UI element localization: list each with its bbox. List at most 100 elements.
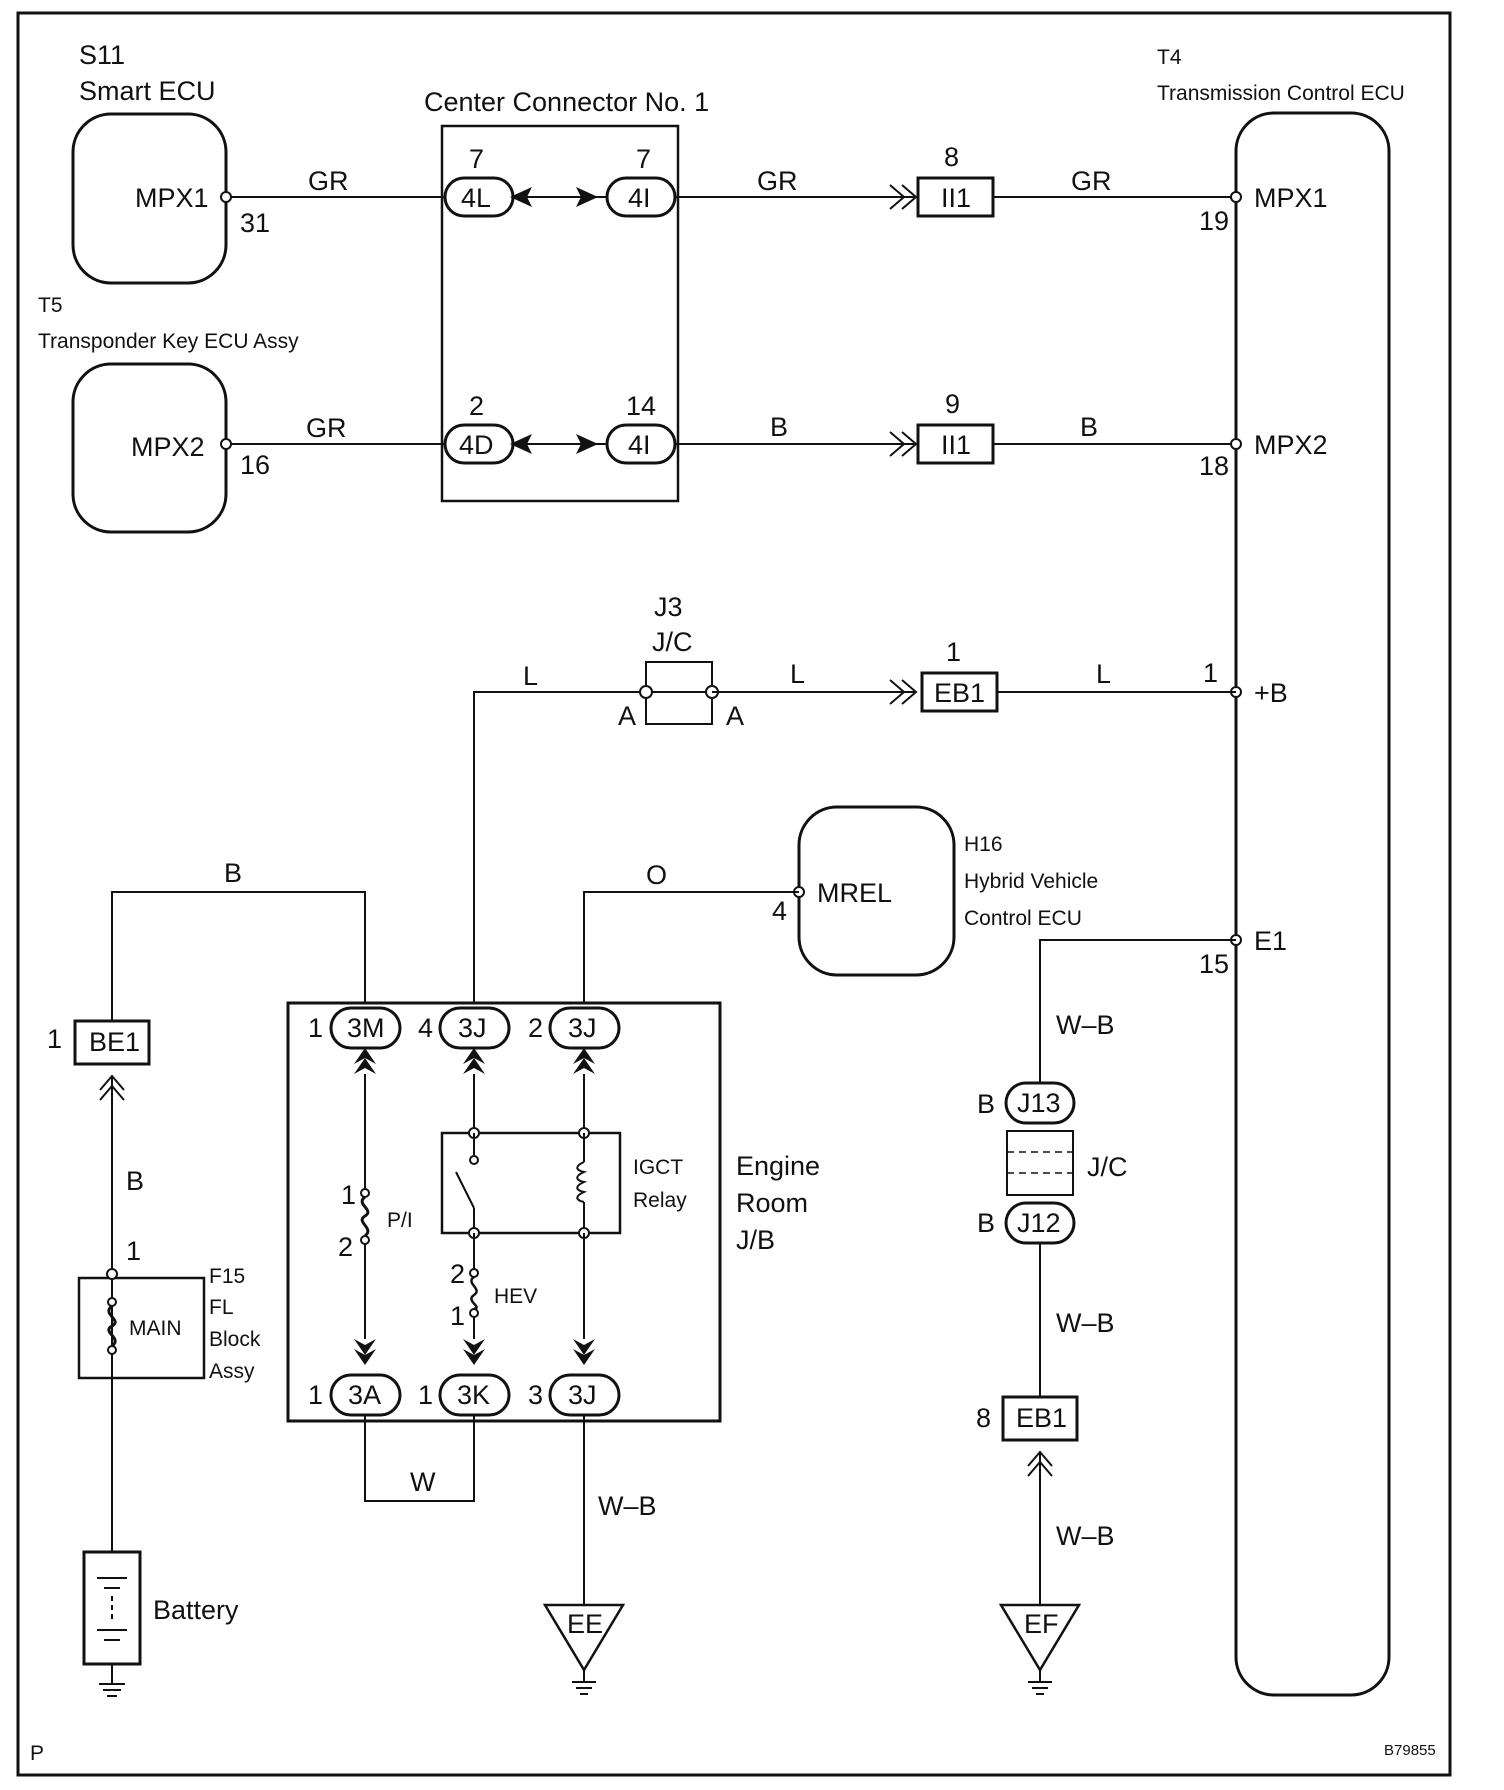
connector-3j-top-left: [438, 1006, 511, 1050]
mating-arrows-bottom: [510, 434, 607, 454]
wire-label-eb1-tcu: L: [1096, 659, 1111, 689]
connector-3m: [329, 1006, 402, 1050]
hev-fuse-pin-bottom: 1: [450, 1301, 465, 1331]
hev-fuse-pin-top: 2: [450, 1259, 465, 1289]
fl-block-box: [77, 1276, 206, 1380]
battery-ground-icon: [99, 1683, 125, 1697]
battery-circuit: B 1 BE1 B 1 MAIN F15 FL Block Assy Batte…: [47, 858, 366, 1697]
tcu-pin-e1-label: E1: [1254, 926, 1287, 956]
connector-eb1-top: [920, 671, 999, 713]
connector-3a-label: 3A: [348, 1380, 381, 1410]
smart-ecu-pin-number: 31: [240, 208, 270, 238]
ii1-bottom-label: II1: [941, 430, 971, 460]
wire-label-eb1-ef: W–B: [1056, 1521, 1115, 1551]
j13-side: B: [977, 1089, 995, 1119]
connector-3m-label: 3M: [347, 1013, 385, 1043]
connector-3j-top-right-label: 3J: [568, 1013, 597, 1043]
tcu-code: T4: [1157, 46, 1182, 69]
pi-fuse-pin-top: 1: [341, 1180, 356, 1210]
j3-code: J3: [654, 592, 683, 622]
be1-label: BE1: [89, 1027, 140, 1057]
tcu-pin-mpx1-number: 19: [1199, 206, 1229, 236]
cc-pin-4d: 2: [469, 391, 484, 421]
jb-top-2-pin: 4: [418, 1013, 433, 1043]
tcu-pin-mpx1-label: MPX1: [1254, 183, 1328, 213]
smart-ecu-code: S11: [79, 40, 125, 70]
jb-line1: Engine: [736, 1151, 820, 1181]
j13-label: J13: [1017, 1088, 1061, 1118]
wire-label-jb-j3: L: [523, 661, 538, 691]
jb-bottom-arrows: [354, 1339, 595, 1365]
eb1-top-label: EB1: [934, 678, 985, 708]
wire-label-jb-ee: W–B: [598, 1491, 657, 1521]
jb-line2: Room: [736, 1188, 808, 1218]
jb-bottom-2-pin: 1: [418, 1380, 433, 1410]
cc-pin-4i-bottom: 14: [626, 391, 656, 421]
transponder-code: T5: [38, 294, 63, 317]
fl-block-pin: 1: [126, 1236, 141, 1266]
eb1-bottom-label: EB1: [1016, 1403, 1067, 1433]
wire-label-ii1-tcu-top: GR: [1071, 166, 1112, 196]
hv-ecu-pin-number: 4: [772, 896, 787, 926]
connector-4d-label: 4D: [459, 430, 494, 460]
j12-side: B: [977, 1208, 995, 1238]
jb-bottom-1-pin: 1: [308, 1380, 323, 1410]
wire-label-battery-be1: B: [126, 1166, 144, 1196]
wire-label-ii1-tcu-bottom: B: [1080, 412, 1098, 442]
transmission-control-ecu: T4 Transmission Control ECU MPX1 19 MPX2…: [1157, 46, 1405, 1697]
mpx1-circuit: GR GR 8 II1 GR: [220, 142, 1236, 218]
wire-label-jb-hv: O: [646, 860, 667, 890]
igct-relay-line1: IGCT: [633, 1156, 683, 1179]
transponder-name: Transponder Key ECU Assy: [38, 330, 299, 353]
eb1-bottom-pin: 8: [976, 1403, 991, 1433]
be1-pin: 1: [47, 1024, 62, 1054]
eb1-top-pin: 1: [946, 637, 961, 667]
page-marker: P: [30, 1742, 44, 1765]
relay-coil-icon: [576, 1161, 588, 1203]
wire-label-cc-ii1-bottom: B: [770, 412, 788, 442]
hv-ecu-name-line1: Hybrid Vehicle: [964, 870, 1098, 893]
smart-ecu-pin-label: MPX1: [135, 183, 209, 213]
hev-fuse-icon: [470, 1275, 478, 1311]
center-connector: Center Connector No. 1 7 4L 7 4I 2 4D 14…: [424, 87, 709, 503]
transponder-pin-label: MPX2: [131, 432, 205, 462]
mpx2-circuit: GR B 9 II1 B: [220, 389, 1236, 465]
transponder-key-ecu: T5 Transponder Key ECU Assy MPX2 16: [38, 294, 299, 534]
jb-line3: J/B: [736, 1225, 775, 1255]
connector-ii1-top: [916, 176, 995, 218]
ii1-bottom-pin: 9: [945, 389, 960, 419]
fl-block-line2: Block: [209, 1328, 261, 1351]
igct-relay-line2: Relay: [633, 1189, 687, 1212]
fl-block-line3: Assy: [209, 1360, 255, 1383]
jb-bottom-3-pin: 3: [528, 1380, 543, 1410]
j12-label: J12: [1017, 1208, 1061, 1238]
cc-pin-4l: 7: [469, 144, 484, 174]
j3-name: J/C: [652, 627, 693, 657]
pi-fuse-icon: [360, 1195, 370, 1238]
connector-3k-label: 3K: [457, 1380, 490, 1410]
jb-top-1-pin: 1: [308, 1013, 323, 1043]
mating-arrows-top: [510, 187, 607, 207]
main-fuse-icon: [107, 1304, 117, 1348]
jc-right-label: J/C: [1087, 1152, 1128, 1182]
diagram-frame: [16, 11, 1452, 1777]
wire-label-s11-cc: GR: [308, 166, 349, 196]
fl-block-code: F15: [209, 1265, 245, 1288]
ground-ee: W–B EE: [542, 1415, 657, 1695]
j3-pin-right: A: [726, 701, 744, 731]
figure-code: B79855: [1384, 1742, 1436, 1759]
ii1-top-label: II1: [941, 183, 971, 213]
jb-top-arrows: [354, 1048, 595, 1074]
tcu-name: Transmission Control ECU: [1157, 82, 1405, 105]
smart-ecu-name: Smart ECU: [79, 76, 216, 106]
j3-pin-left: A: [618, 701, 636, 731]
connector-3j-bottom-label: 3J: [568, 1380, 597, 1410]
pi-fuse-label: P/I: [387, 1209, 413, 1232]
pi-fuse-pin-bottom: 2: [338, 1232, 353, 1262]
tcu-pin-mpx2-label: MPX2: [1254, 430, 1328, 460]
tcu-pin-e1-number: 15: [1199, 949, 1229, 979]
cc-pin-4i-top: 7: [636, 144, 651, 174]
transponder-pin-number: 16: [240, 450, 270, 480]
wire-label-cc-ii1-top: GR: [757, 166, 798, 196]
